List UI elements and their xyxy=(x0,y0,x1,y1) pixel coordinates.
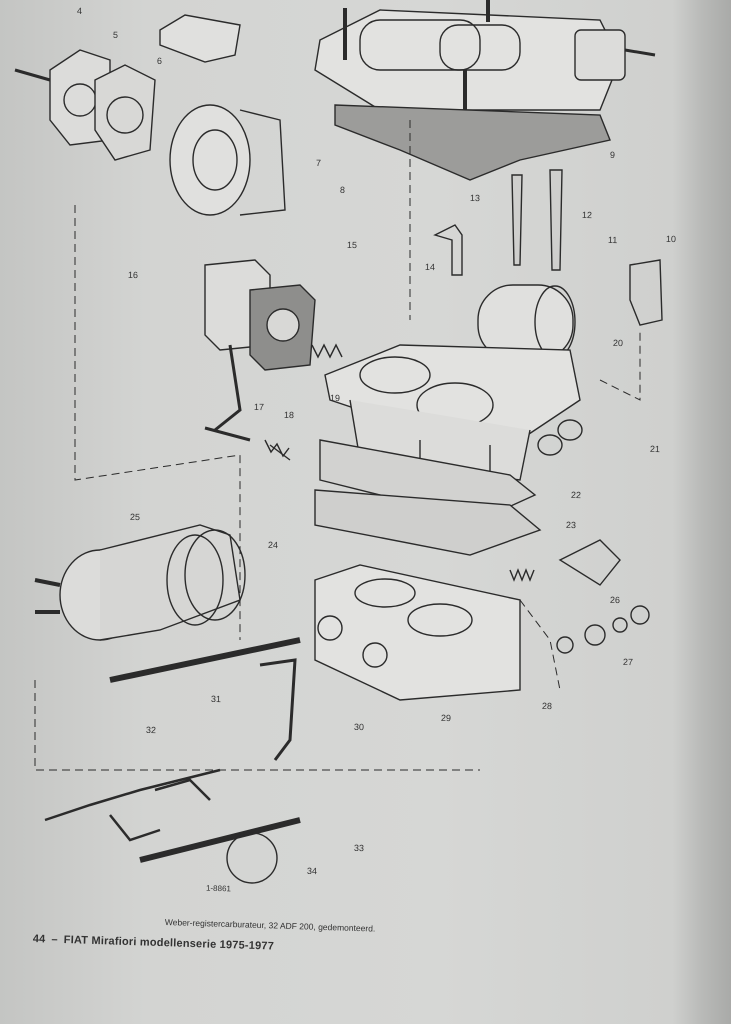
carburetor-cover xyxy=(314,0,656,115)
page-number: 44 xyxy=(32,933,46,946)
footer-separator: – xyxy=(51,933,58,946)
spring-19 xyxy=(311,343,343,359)
shaft-33 xyxy=(139,817,301,863)
pump-housing-6 xyxy=(169,104,286,216)
part-label-6: 6 xyxy=(156,55,163,67)
part-label-27: 27 xyxy=(622,656,634,668)
part-label-12: 12 xyxy=(581,209,593,221)
part-label-20: 20 xyxy=(612,337,624,349)
part-label-17: 17 xyxy=(253,401,265,413)
part-label-25: 25 xyxy=(129,511,141,523)
screw-18 xyxy=(264,439,291,461)
linkage-32 xyxy=(44,768,221,842)
part-label-30: 30 xyxy=(353,721,365,733)
diaphragm-5 xyxy=(94,64,156,161)
part-label-14: 14 xyxy=(424,261,436,273)
drawing-code: 1-8861 xyxy=(205,883,232,894)
part-label-19: 19 xyxy=(329,392,341,404)
plate-34 xyxy=(226,832,278,884)
part-label-33: 33 xyxy=(353,842,365,854)
part-label-11: 11 xyxy=(607,234,618,246)
lever-30 xyxy=(259,658,297,761)
part-label-13: 13 xyxy=(469,192,481,204)
throttle-body-28 xyxy=(314,564,521,701)
jet-13 xyxy=(511,174,523,266)
part-label-18: 18 xyxy=(283,409,295,421)
part-label-10: 10 xyxy=(665,233,677,245)
bracket-10 xyxy=(629,259,663,326)
part-label-16: 16 xyxy=(127,269,139,281)
part-label-7: 7 xyxy=(315,157,322,169)
part-label-24: 24 xyxy=(267,539,279,551)
part-label-29: 29 xyxy=(440,712,452,724)
gasket-23 xyxy=(314,489,542,556)
gasket-9 xyxy=(334,104,611,181)
vacuum-unit-25 xyxy=(34,524,246,641)
part-label-5: 5 xyxy=(112,29,119,41)
part-label-15: 15 xyxy=(346,239,358,251)
jet-14 xyxy=(433,224,463,276)
shaft-31 xyxy=(109,637,301,683)
pump-cover-17 xyxy=(204,259,316,371)
part-label-22: 22 xyxy=(570,489,582,501)
assembly-guide-lines xyxy=(34,120,641,771)
part-label-21: 21 xyxy=(649,443,661,455)
part-label-8: 8 xyxy=(339,184,346,196)
spring-26 xyxy=(509,539,621,586)
plate-top-left xyxy=(159,14,241,63)
part-label-31: 31 xyxy=(210,693,222,705)
part-label-26: 26 xyxy=(609,594,621,606)
lever-left xyxy=(204,344,251,442)
part-label-9: 9 xyxy=(609,149,616,161)
part-label-23: 23 xyxy=(565,519,577,531)
part-label-32: 32 xyxy=(145,724,157,736)
part-label-34: 34 xyxy=(306,865,318,877)
part-label-28: 28 xyxy=(541,700,553,712)
jet-12 xyxy=(549,169,563,271)
washers-27 xyxy=(556,605,650,654)
part-label-4: 4 xyxy=(76,5,83,17)
